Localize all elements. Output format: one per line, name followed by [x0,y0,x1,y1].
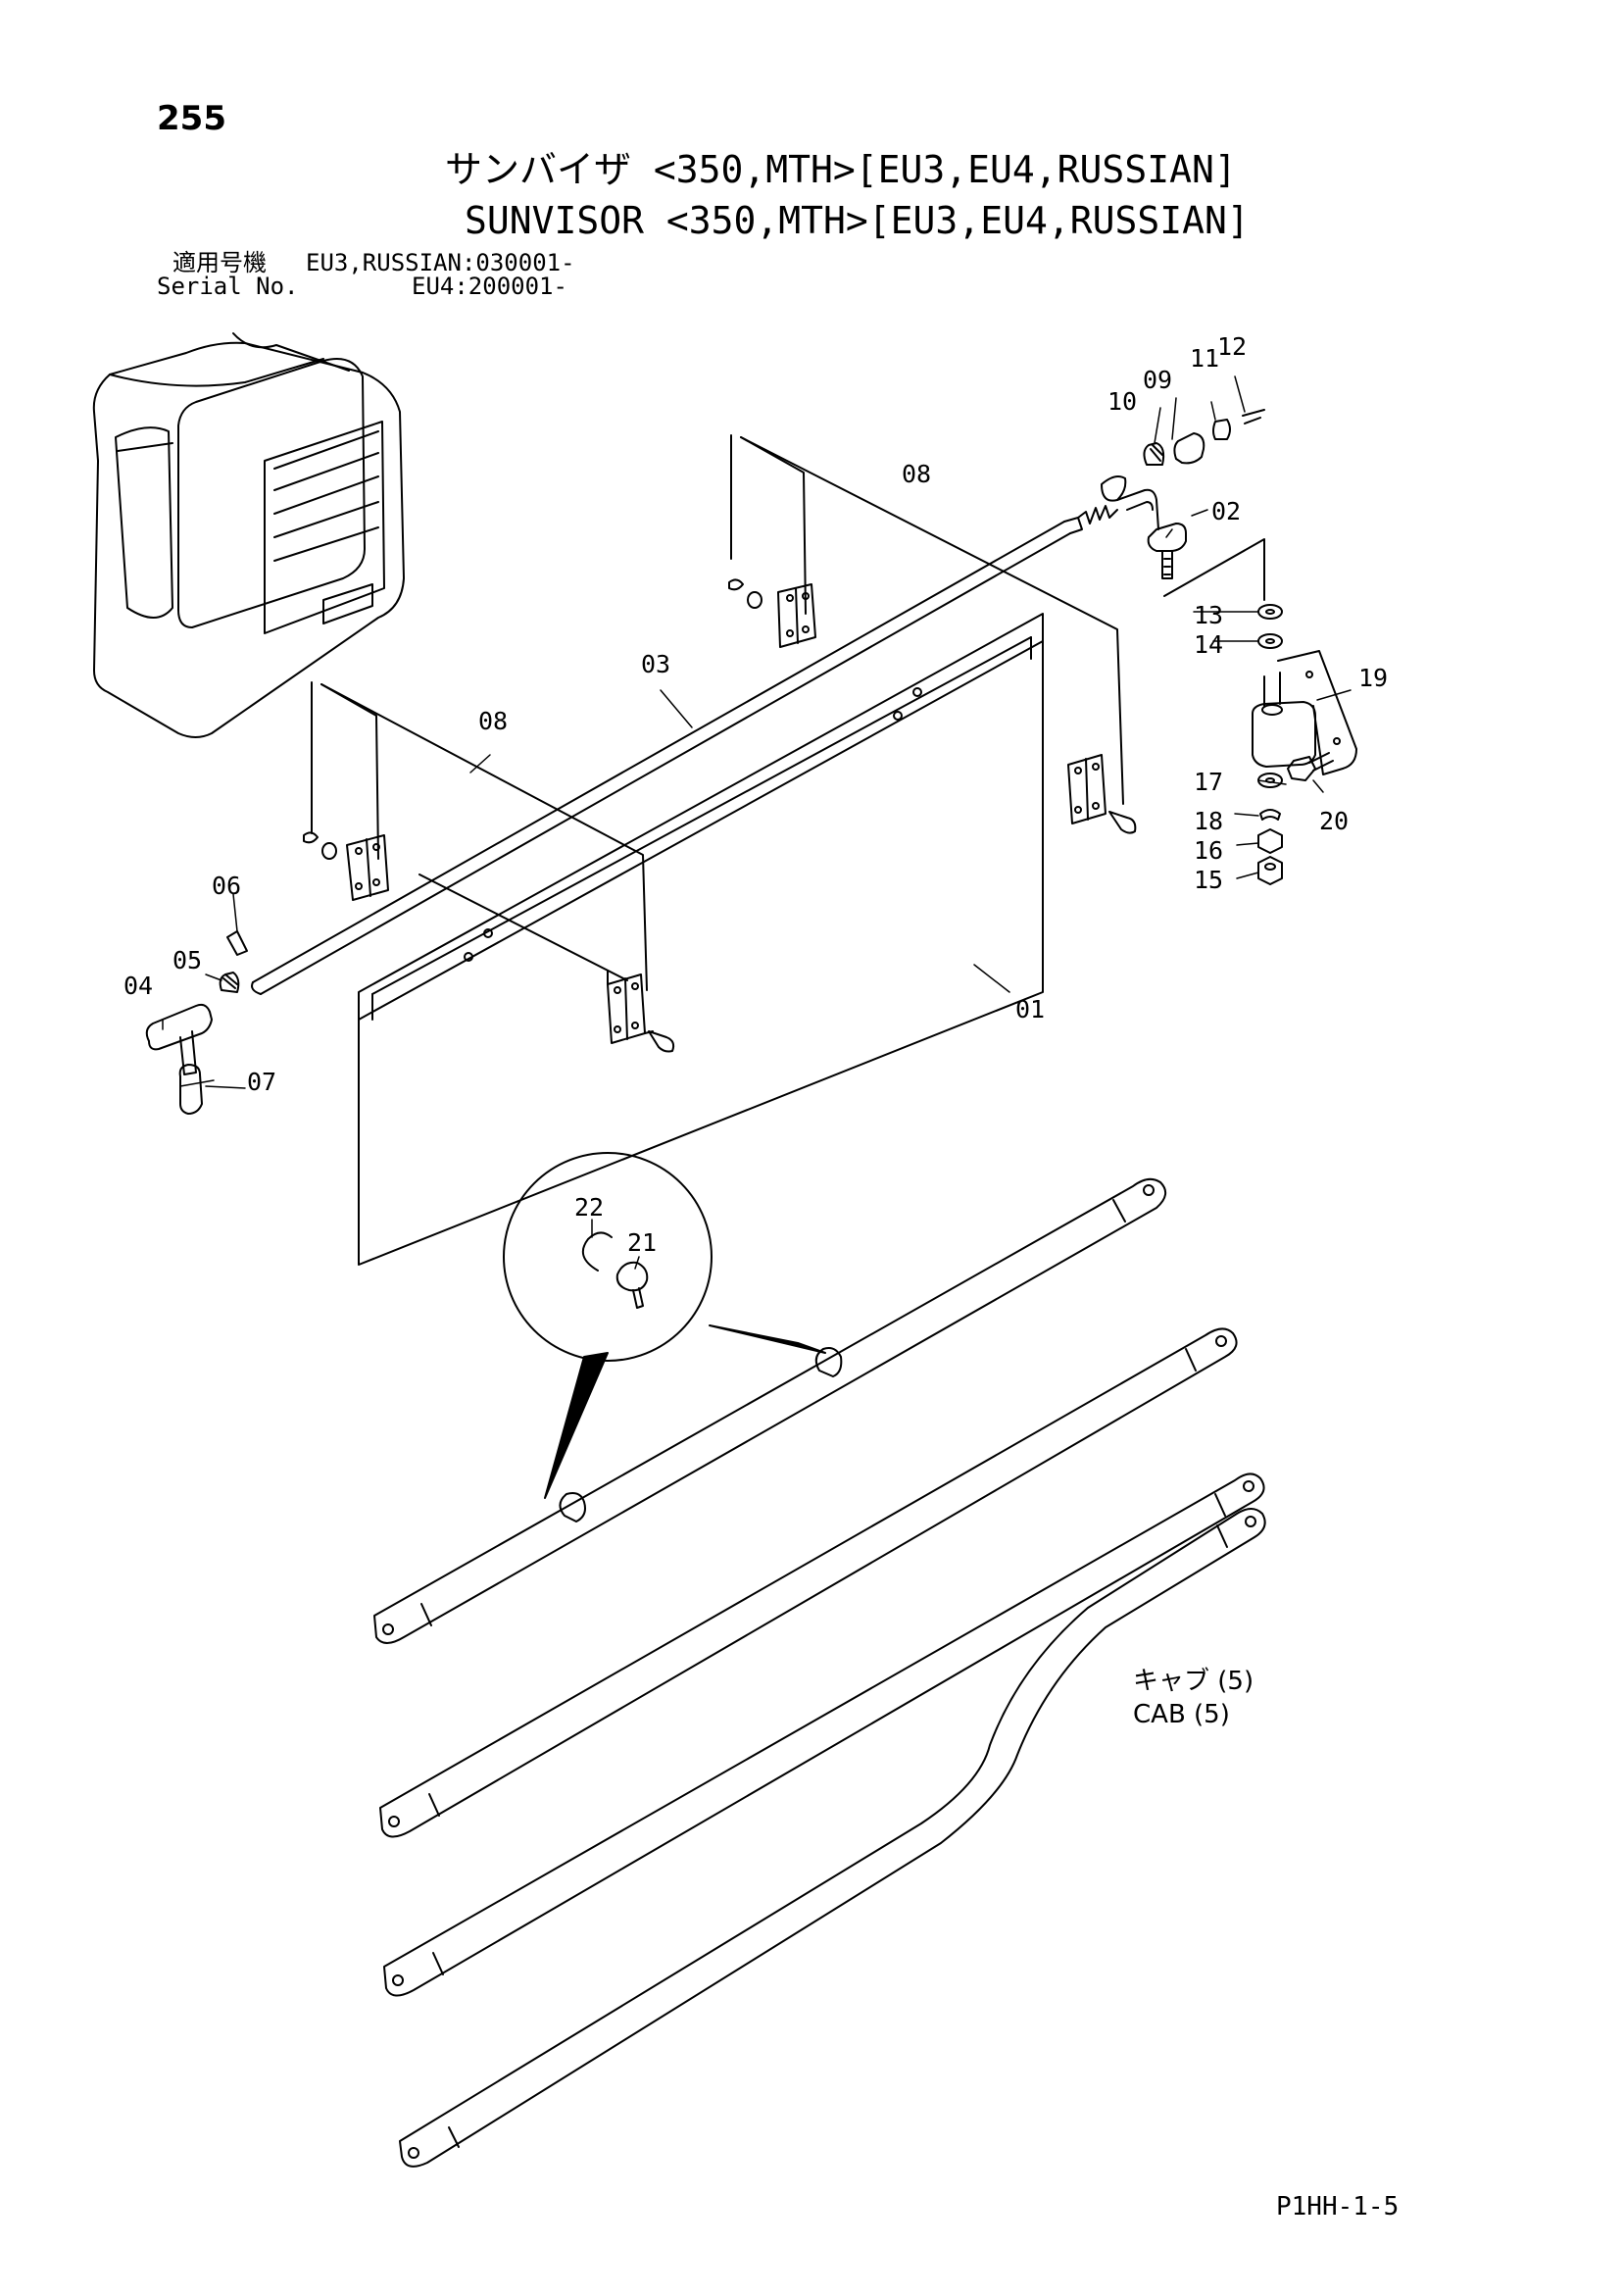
serial-label-english: Serial No. [157,273,299,300]
label-22: 22 [574,1193,604,1222]
label-20: 20 [1319,807,1349,835]
label-08-lower: 08 [478,707,508,735]
drawing-code: P1HH-1-5 [1276,2192,1400,2221]
label-12: 12 [1217,332,1247,361]
serial-range-eu4: EU4:200001- [412,273,567,300]
title-japanese: サンバイザ <350,MTH>[EU3,EU4,RUSSIAN] [445,148,1237,191]
label-10: 10 [1107,387,1137,416]
label-02: 02 [1211,497,1241,525]
label-03: 03 [641,650,670,678]
bolt-icon [1287,752,1334,781]
hinge-icon [728,434,1137,834]
label-09: 09 [1143,366,1172,394]
shaft-bracket-icon [1101,475,1187,579]
cab-body-icon [92,332,405,738]
mounting-bracket-icon [1252,650,1357,775]
label-18: 18 [1194,807,1223,835]
label-15: 15 [1194,866,1223,894]
cab-reference-english: CAB (5) [1133,1700,1230,1729]
label-19: 19 [1358,664,1388,692]
serial-range-eu3-russian: EU3,RUSSIAN:030001- [306,249,575,276]
serial-label-japanese: 適用号機 [172,249,267,276]
sunvisor-panel-icon [358,613,1044,1266]
washer-icon [1257,604,1283,620]
label-01: 01 [1015,995,1045,1023]
rod-icon [251,517,1083,995]
nut-washer-stack-icon [1143,409,1265,466]
leader-lines [162,375,1352,1270]
label-16: 16 [1194,836,1223,865]
title-english: SUNVISOR <350,MTH>[EU3,EU4,RUSSIAN] [465,199,1250,242]
label-21: 21 [627,1228,657,1257]
label-14: 14 [1194,630,1223,659]
label-11: 11 [1190,344,1219,373]
label-13: 13 [1194,601,1223,629]
part-number-labels: 01 02 03 04 05 06 07 08 08 09 10 11 12 1… [123,332,1388,1257]
page-number: 255 [157,99,226,138]
label-17: 17 [1194,768,1223,796]
knob-handle-icon [145,930,248,1115]
label-05: 05 [172,946,202,974]
label-07: 07 [247,1068,276,1096]
detail-view-circle [503,1152,826,1499]
label-08-upper: 08 [902,460,931,488]
label-04: 04 [123,972,153,1000]
stay-bar-icon [373,1177,1266,2168]
label-06: 06 [212,872,241,900]
cab-reference-japanese: キャブ (5) [1133,1667,1254,1696]
